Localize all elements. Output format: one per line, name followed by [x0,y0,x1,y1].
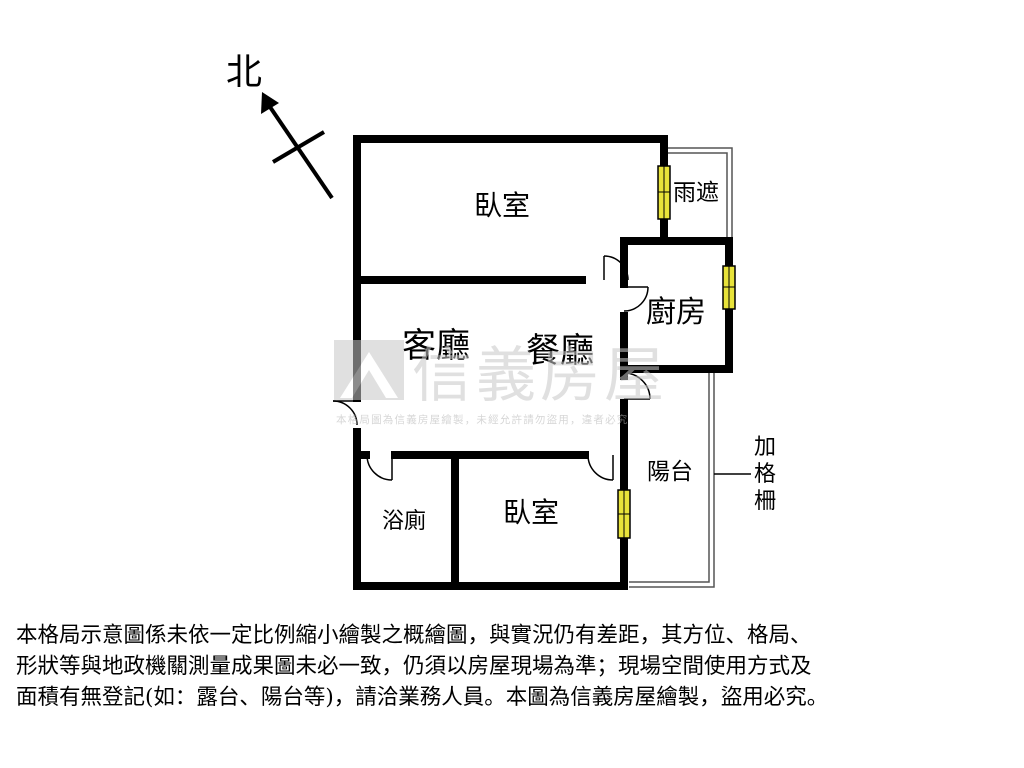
disclaimer-text: 本格局示意圖係未依一定比例縮小繪製之概繪圖，與實況仍有差距，其方位、格局、 形狀… [16,620,1011,713]
room-label-bedroom-top: 臥室 [474,189,530,222]
door-balcony [623,372,651,400]
grille-char-1: 加 [754,435,776,460]
room-label-balcony: 陽台 [647,459,693,485]
disclaimer-line-2: 形狀等與地政機關測量成果圖未必一致，仍須以房屋現場為準；現場空間使用方式及 [16,654,812,679]
windows [617,165,736,539]
disclaimer-line-3: 面積有無登記(如：露台、陽台等)，請洽業務人員。本圖為信義房屋繪製，盜用必究。 [16,685,829,710]
balcony-outline [629,369,715,588]
sinyi-logo-icon [334,340,404,400]
grille-char-2: 格 [754,462,776,487]
doors [332,255,651,481]
door-kitchen [623,286,649,312]
room-label-awning: 雨遮 [673,180,719,206]
floor-plan: 北 [226,52,776,590]
room-label-living: 客廳 [402,326,470,366]
door-entrance [332,400,358,426]
door-bathroom [366,454,393,481]
door-bedroom-bottom [587,454,614,481]
north-arrow-icon [261,92,334,200]
north-label: 北 [226,52,262,93]
disclaimer-line-1: 本格局示意圖係未依一定比例縮小繪製之概繪圖，與實況仍有差距，其方位、格局、 [16,623,812,648]
watermark: 信義房屋 本格局圖為信義房屋繪製，未經允許請勿盜用，違者必究 [334,340,668,426]
door-bedroom-top [603,255,629,281]
walls [353,135,733,590]
room-label-bathroom: 浴廁 [382,509,426,534]
awning-outline [664,147,733,240]
room-label-bedroom-bottom: 臥室 [503,496,559,529]
window-awning [657,165,671,220]
window-kitchen [722,265,736,310]
window-bedroom-bottom [617,489,631,539]
watermark-notice: 本格局圖為信義房屋繪製，未經允許請勿盜用，違者必究 [336,413,629,426]
grille-char-3: 柵 [754,489,776,514]
room-label-kitchen: 廚房 [646,295,706,330]
watermark-brand: 信義房屋 [412,341,668,411]
room-label-dining: 餐廳 [526,331,594,371]
